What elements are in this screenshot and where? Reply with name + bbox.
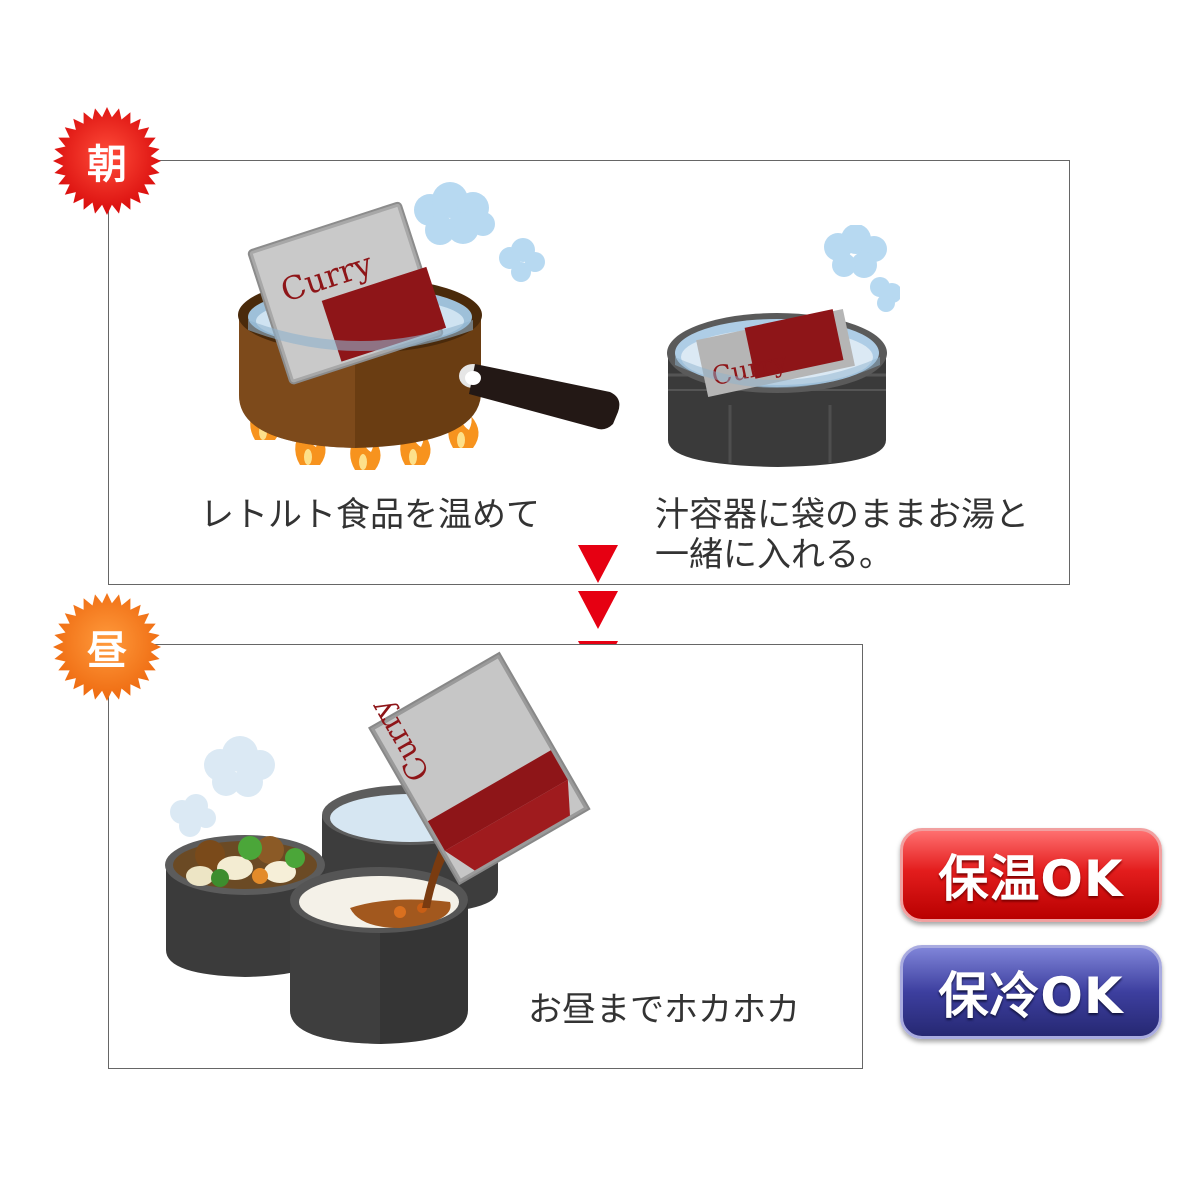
- soup-container-illustration: Curry: [667, 225, 900, 467]
- steam-icon: [170, 736, 275, 837]
- steam-icon: [824, 225, 900, 312]
- warm-ok-badge: 保温OK: [900, 828, 1162, 922]
- lunch-illustration: Curry: [165, 651, 591, 1044]
- pot-illustration: Curry: [238, 182, 620, 470]
- noon-label: 昼: [87, 628, 127, 674]
- step1-caption: レトルト食品を温めて: [200, 495, 540, 535]
- morning-badge: 朝: [52, 106, 162, 216]
- morning-label: 朝: [87, 142, 127, 188]
- cold-ok-badge: 保冷OK: [900, 945, 1162, 1039]
- burst-shape: [53, 593, 161, 701]
- burst-shape: [53, 107, 161, 215]
- noon-badge: 昼: [52, 592, 162, 702]
- noon-caption: お昼までホカホカ: [528, 990, 800, 1030]
- steam-icon: [414, 182, 545, 282]
- step2-caption-line2: 一緒に入れる。: [655, 535, 893, 575]
- step2-caption-line1: 汁容器に袋のままお湯と: [655, 495, 1029, 535]
